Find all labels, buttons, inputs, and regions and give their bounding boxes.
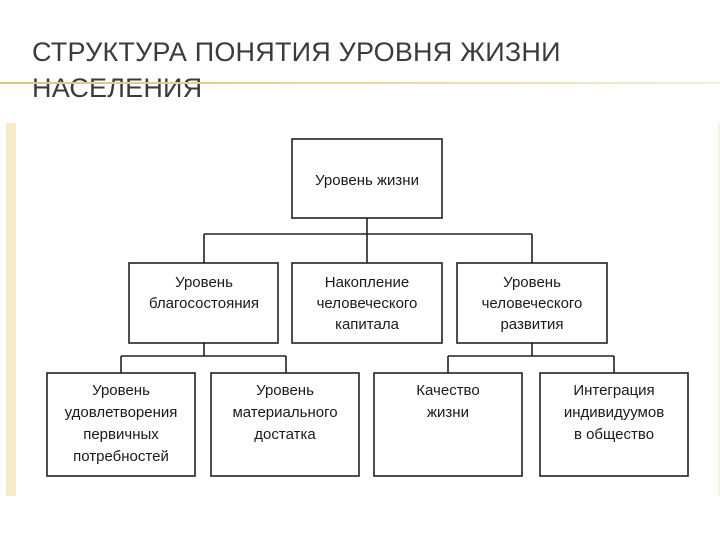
node-label-line: Уровень	[175, 274, 233, 291]
node-label-line: в общество	[574, 426, 654, 443]
node-label-line: благосостояния	[149, 295, 259, 312]
node-label-line: Накопление	[325, 274, 409, 291]
node-welfare-level: Уровень благосостояния	[128, 262, 279, 344]
node-social-integration: Интеграция индивидуумов в общество	[539, 372, 689, 477]
node-label-line: человеческого	[317, 295, 418, 312]
node-label-line: Уровень жизни	[315, 172, 419, 189]
node-human-capital: Накопление человеческого капитала	[291, 262, 443, 344]
node-human-development: Уровень человеческого развития	[456, 262, 608, 344]
node-label-line: Уровень	[256, 382, 314, 399]
node-label-line: Интеграция	[573, 382, 654, 399]
node-label-line: индивидуумов	[564, 404, 664, 421]
node-label-line: удовлетворения	[65, 404, 178, 421]
node-label-line: первичных	[83, 426, 159, 443]
node-label-line: потребностей	[73, 448, 169, 465]
node-living-standard: Уровень жизни	[291, 138, 443, 219]
connectors	[120, 218, 615, 373]
node-material-wealth: Уровень материального достатка	[210, 372, 360, 477]
node-quality-of-life: Качество жизни	[373, 372, 523, 477]
panel-border-left	[6, 123, 16, 496]
node-label-line: развития	[500, 316, 563, 333]
node-label-line: материального	[232, 404, 337, 421]
node-label-line: Качество	[416, 382, 479, 399]
node-label-line: Уровень	[92, 382, 150, 399]
slide-title-line-1: СТРУКТУРА ПОНЯТИЯ УРОВНЯ ЖИЗНИ	[32, 37, 561, 67]
node-label-line: Уровень	[503, 274, 561, 291]
node-primary-needs: Уровень удовлетворения первичных потребн…	[46, 372, 196, 477]
title-underline	[0, 82, 720, 84]
node-label-line: капитала	[335, 316, 400, 333]
node-label-line: человеческого	[482, 295, 583, 312]
node-label-line: жизни	[427, 404, 469, 421]
node-label-line: достатка	[254, 426, 316, 443]
slide-title: СТРУКТУРА ПОНЯТИЯ УРОВНЯ ЖИЗНИ НАСЕЛЕНИЯ	[32, 34, 692, 106]
slide-title-line-2: НАСЕЛЕНИЯ	[32, 73, 203, 103]
